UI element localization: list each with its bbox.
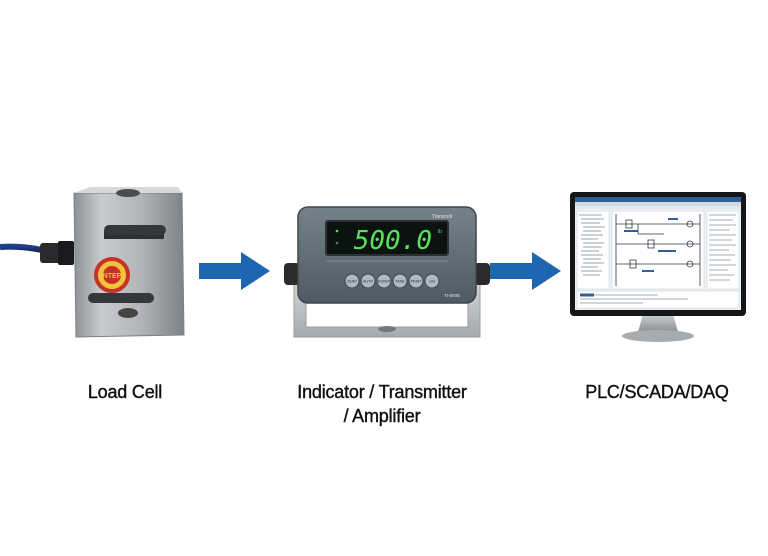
load-cell-image: NTEP bbox=[0, 187, 185, 338]
right-knob bbox=[474, 263, 490, 285]
key-enter bbox=[376, 273, 392, 289]
key-tare bbox=[392, 273, 408, 289]
key-label-on: ON bbox=[429, 280, 435, 284]
key-label-print: PRINT bbox=[411, 280, 423, 284]
output-window bbox=[576, 290, 740, 309]
indicator-display-unit: lb bbox=[438, 229, 442, 235]
arrow-shape bbox=[490, 252, 561, 290]
monitor-stand bbox=[638, 314, 678, 332]
project-tree bbox=[576, 210, 610, 290]
indicator-screen bbox=[325, 220, 449, 256]
arrow-indicator-to-plc bbox=[490, 252, 561, 290]
indicator-label-line-1: Indicator / Transmitter bbox=[297, 382, 467, 402]
load-cell-label: Load Cell bbox=[40, 380, 210, 404]
arrow-shape bbox=[199, 252, 270, 290]
indicator-keys: ZERO AUTO ENTER TARE PRINT ON bbox=[344, 273, 440, 289]
key-auto bbox=[360, 273, 376, 289]
plc-label-line: PLC/SCADA/DAQ bbox=[585, 382, 729, 402]
arrow-loadcell-to-indicator bbox=[199, 252, 270, 290]
left-knob bbox=[284, 263, 300, 285]
key-print bbox=[408, 273, 424, 289]
indicator-brand: Transcell bbox=[432, 214, 452, 220]
key-on bbox=[424, 273, 440, 289]
indicator-image: Transcell 500.0 lb ZERO AUTO ENTER TARE … bbox=[284, 206, 490, 338]
key-label-tare: TARE bbox=[395, 280, 405, 284]
key-label-enter: ENTER bbox=[378, 280, 391, 284]
indicator-label: Indicator / Transmitter / Amplifier bbox=[262, 380, 502, 428]
key-label-auto: AUTO bbox=[363, 280, 373, 284]
ntep-badge-text: NTEP bbox=[103, 273, 122, 280]
key-label-zero: ZERO bbox=[347, 280, 357, 284]
indicator-model: TI-500E bbox=[444, 293, 460, 298]
load-cell-label-line: Load Cell bbox=[87, 382, 163, 402]
plc-label: PLC/SCADA/DAQ bbox=[568, 380, 746, 404]
indicator-display-value: 500.0 bbox=[354, 226, 432, 256]
plc-monitor-image bbox=[570, 192, 746, 342]
key-zero bbox=[344, 273, 360, 289]
indicator-label-line-2: / Amplifier bbox=[343, 406, 421, 426]
